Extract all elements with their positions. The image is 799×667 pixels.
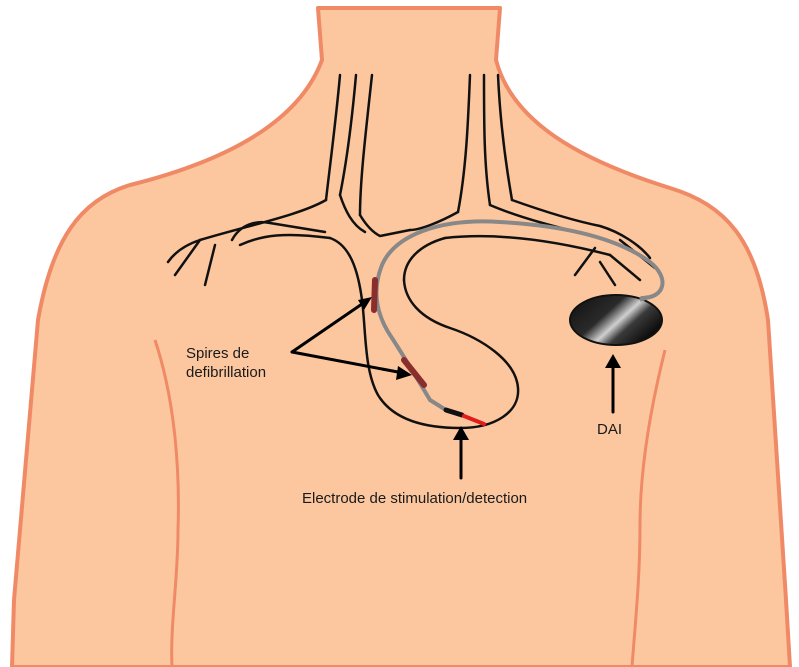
label-coils-line2: defibrillation — [186, 364, 266, 381]
icd-device — [570, 295, 662, 345]
device-connector — [640, 297, 648, 300]
coil-proximal — [374, 280, 375, 310]
label-lead: Electrode de stimulation/detection — [302, 490, 527, 507]
torso-body — [12, 8, 790, 667]
label-device: DAI — [597, 421, 622, 438]
label-coils-line1: Spires de — [186, 345, 249, 362]
